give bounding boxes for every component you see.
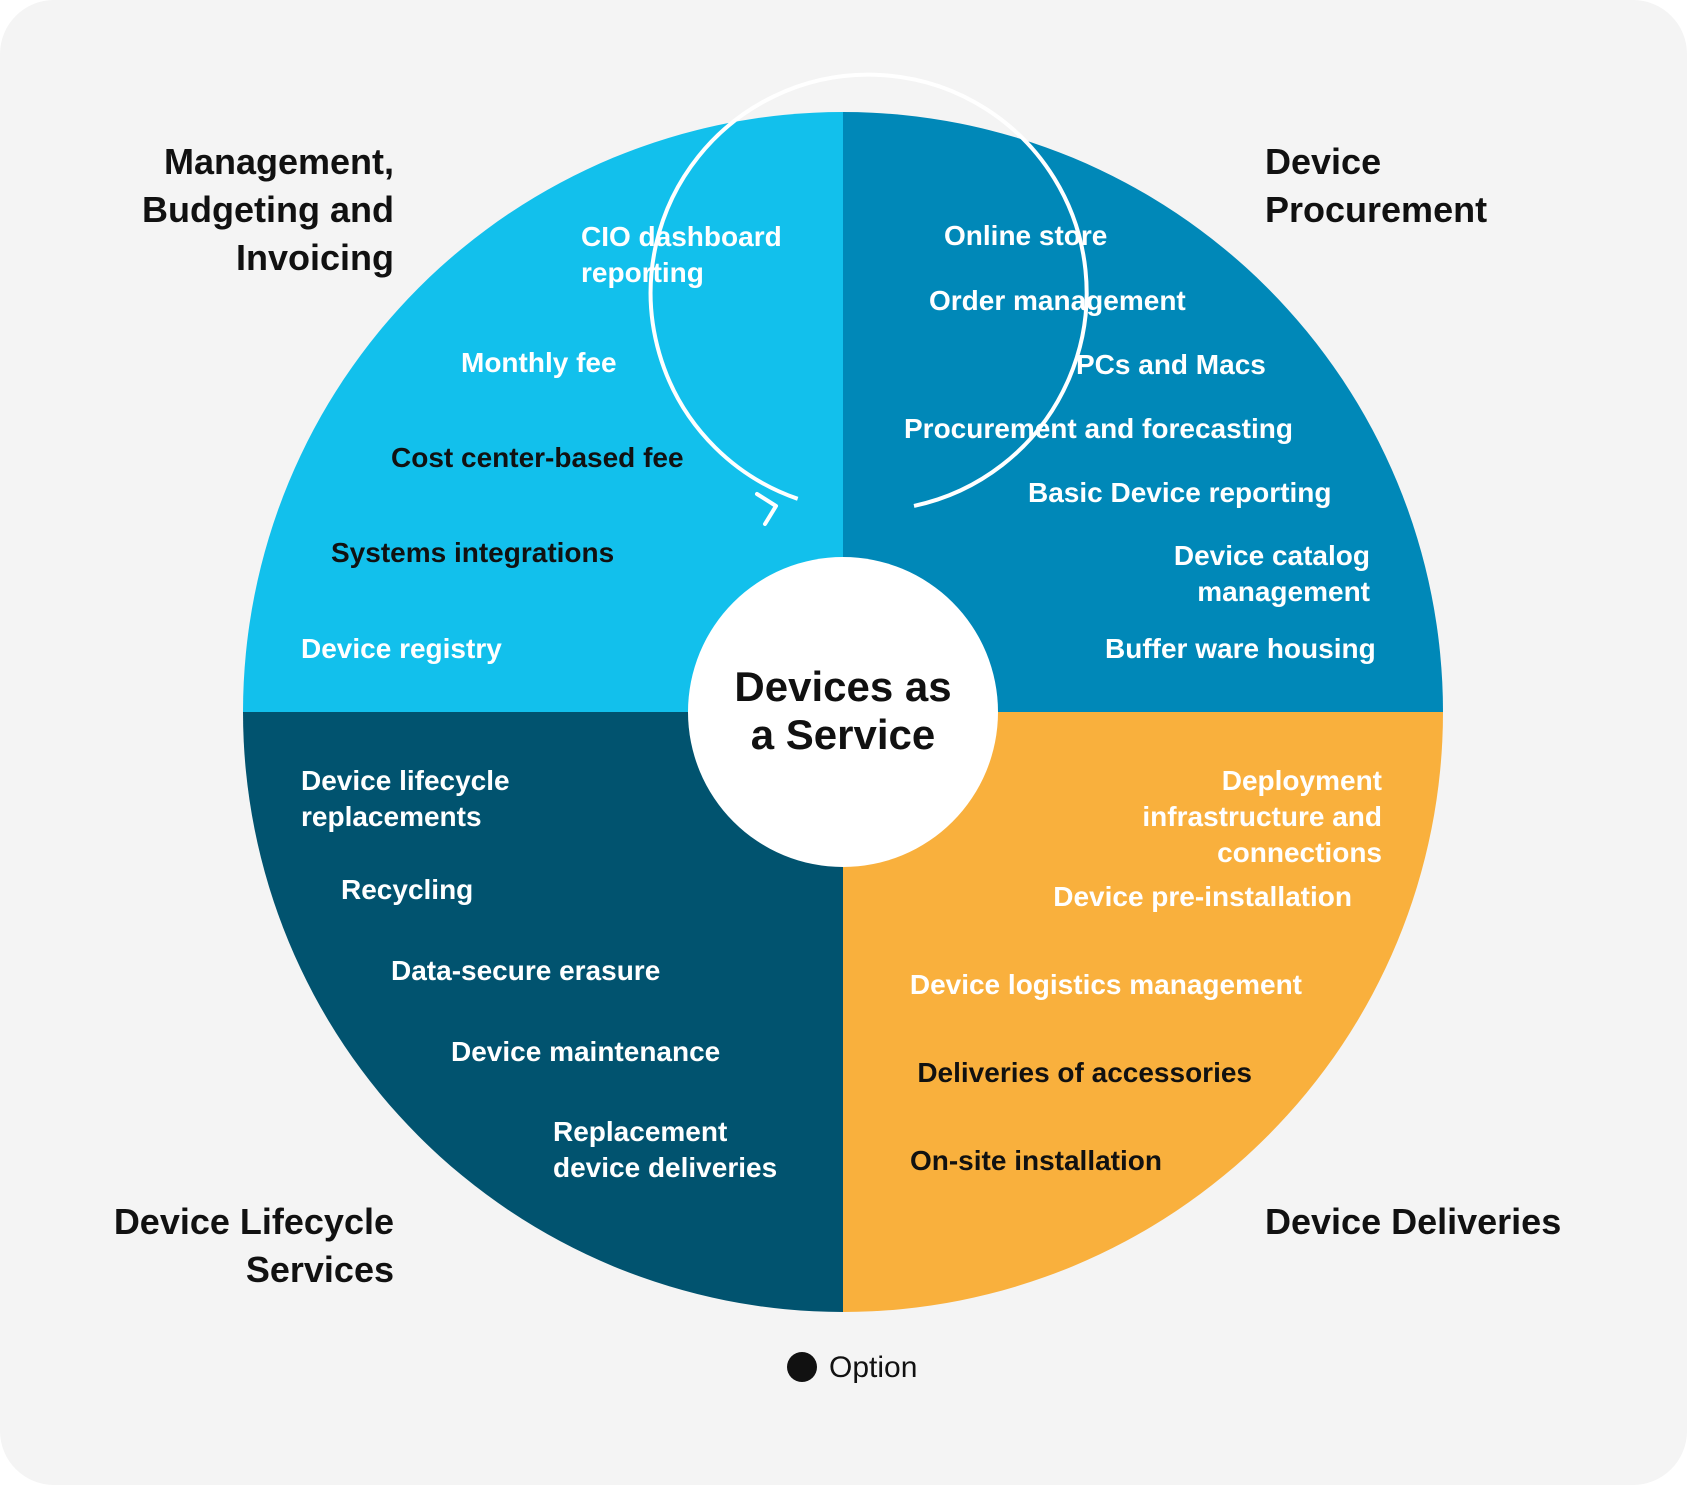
quadrant-title-line: Device Lifecycle (114, 1201, 394, 1242)
service-item: Deployment infrastructure and connections (1142, 765, 1382, 868)
service-item: Data-secure erasure (391, 955, 660, 986)
service-item: CIO dashboard reporting (581, 221, 782, 288)
legend: Option (787, 1351, 917, 1384)
service-item-line: Device pre-installation (1053, 881, 1352, 912)
service-item: On-site installation (910, 1145, 1162, 1176)
service-item-line: Order management (929, 285, 1186, 316)
legend-dot-icon (787, 1352, 817, 1382)
sector-lifecycle (243, 712, 843, 1312)
service-item: Systems integrations (331, 537, 614, 568)
service-item: Device logistics management (910, 969, 1302, 1000)
service-item: Cost center-based fee (391, 442, 684, 473)
cycle-arrow (648, 72, 1089, 526)
service-item: Buffer ware housing (1105, 633, 1376, 664)
service-item: Monthly fee (461, 347, 617, 378)
quadrant-title-line: Services (246, 1249, 394, 1290)
quadrant-title-deliveries: Device Deliveries (1265, 1201, 1561, 1242)
service-item-line: Cost center-based fee (391, 442, 684, 473)
service-item-line: Device lifecycle (301, 765, 510, 796)
service-item-line: Online store (944, 220, 1107, 251)
service-item-line: Data-secure erasure (391, 955, 660, 986)
service-item: Device pre-installation (1053, 881, 1352, 912)
service-item: Device lifecycle replacements (301, 765, 510, 832)
service-item-line: Device registry (301, 633, 502, 664)
service-item-line: Systems integrations (331, 537, 614, 568)
service-item-line: Device logistics management (910, 969, 1302, 1000)
quadrant-title-line: Procurement (1265, 189, 1487, 230)
service-item-line: Buffer ware housing (1105, 633, 1376, 664)
center-label-line: a Service (751, 711, 936, 758)
sector-management (243, 112, 843, 712)
quadrant-title-line: Budgeting and (142, 189, 394, 230)
service-item-line: Deliveries of accessories (917, 1057, 1252, 1088)
sector-procurement (843, 112, 1443, 712)
service-item-line: device deliveries (553, 1152, 777, 1183)
service-item: Device maintenance (451, 1036, 720, 1067)
service-item: Procurement and forecasting (904, 413, 1293, 444)
service-item: Replacement device deliveries (553, 1116, 777, 1183)
service-item-line: Replacement (553, 1116, 727, 1147)
service-item: Online store (944, 220, 1107, 251)
service-item: Order management (929, 285, 1186, 316)
service-item-line: infrastructure and (1142, 801, 1382, 832)
legend-label: Option (829, 1351, 917, 1384)
center-circle (688, 557, 998, 867)
service-item: Recycling (341, 874, 473, 905)
quadrant-title-line: Device (1265, 141, 1381, 182)
quadrant-title-line: Management, (164, 141, 394, 182)
service-item-line: Monthly fee (461, 347, 617, 378)
service-item-line: management (1197, 576, 1370, 607)
service-item-line: CIO dashboard (581, 221, 782, 252)
sectors (243, 112, 1443, 1312)
sector-deliveries (843, 712, 1443, 1312)
quadrant-title-line: Device Deliveries (1265, 1201, 1561, 1242)
service-item-line: Procurement and forecasting (904, 413, 1293, 444)
arrowhead-icon (755, 492, 778, 526)
cycle-ring (648, 72, 1089, 508)
quadrant-title-line: Invoicing (236, 237, 394, 278)
service-item: Device catalog management (1174, 540, 1370, 607)
service-item: Device registry (301, 633, 502, 664)
service-item-line: On-site installation (910, 1145, 1162, 1176)
service-item-line: reporting (581, 257, 704, 288)
service-item-line: Deployment (1222, 765, 1382, 796)
service-item: Basic Device reporting (1028, 477, 1331, 508)
center-label-line: Devices as (734, 663, 951, 710)
service-item: Deliveries of accessories (917, 1057, 1252, 1088)
service-item-line: Recycling (341, 874, 473, 905)
service-item-line: Device maintenance (451, 1036, 720, 1067)
service-item-line: connections (1217, 837, 1382, 868)
service-item: PCs and Macs (1076, 349, 1266, 380)
service-item-line: Device catalog (1174, 540, 1370, 571)
service-item-line: PCs and Macs (1076, 349, 1266, 380)
service-item-line: Basic Device reporting (1028, 477, 1331, 508)
service-item-line: replacements (301, 801, 482, 832)
